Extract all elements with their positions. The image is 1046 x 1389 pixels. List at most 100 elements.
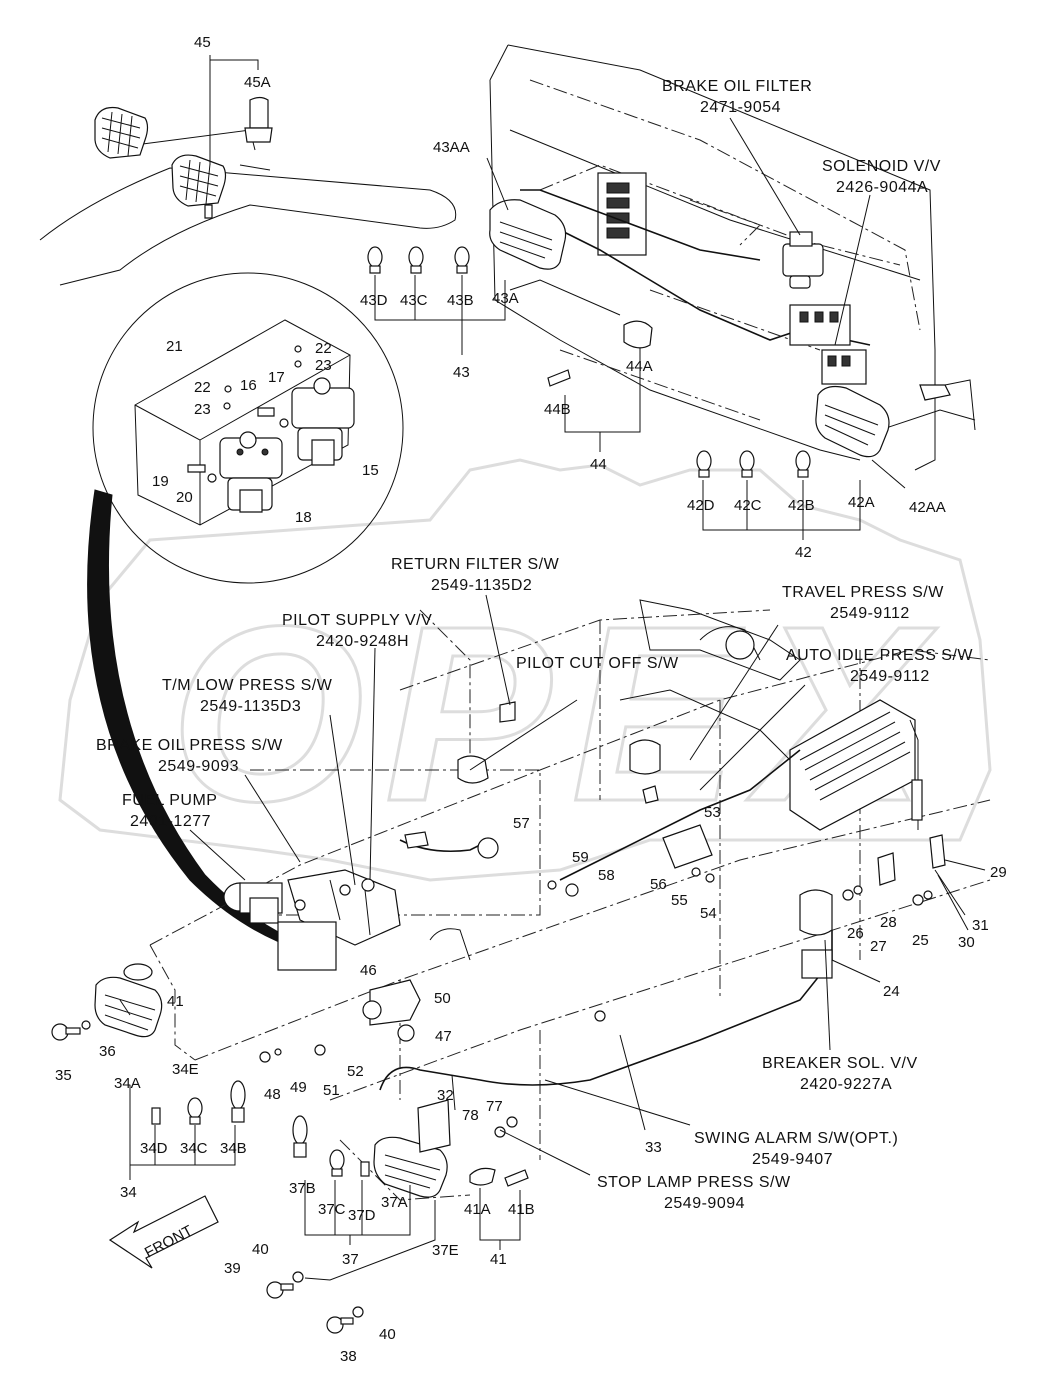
- callout: 43: [453, 364, 470, 381]
- lamp-44A: [623, 320, 653, 349]
- callout: 42AA: [909, 499, 946, 516]
- callout: 44B: [544, 401, 571, 418]
- bulbs-43: [367, 246, 470, 274]
- leader-lines: [119, 117, 986, 1281]
- washer-47: [397, 1024, 415, 1042]
- callout: 47: [435, 1028, 452, 1045]
- switch-57: [477, 837, 499, 859]
- pilot-cutoff-body: [629, 739, 661, 775]
- callout: 37A: [381, 1194, 408, 1211]
- label-auto-idle-press-sw: AUTO IDLE PRESS S/W: [786, 647, 973, 664]
- label-pilot-supply-vv-pn: 2420-9248H: [316, 633, 409, 650]
- fasteners: [51, 867, 933, 1334]
- callout: 42A: [848, 494, 875, 511]
- breaker-module: [799, 889, 833, 936]
- label-stop-lamp-press-sw: STOP LAMP PRESS S/W: [597, 1174, 791, 1191]
- press-switch-53: [642, 785, 659, 804]
- callout: 28: [880, 914, 897, 931]
- callout: 43A: [492, 290, 519, 307]
- callout: 40: [252, 1241, 269, 1258]
- callout: 44A: [626, 358, 653, 375]
- label-brake-oil-press-sw-pn: 2549-9093: [158, 758, 239, 775]
- label-tm-low-press-sw-pn: 2549-1135D3: [200, 698, 301, 715]
- callout: 37C: [318, 1201, 346, 1218]
- callout: 43D: [360, 292, 388, 309]
- cooler-unit: [789, 699, 923, 831]
- alarm-50: [362, 1000, 382, 1020]
- callout: 58: [598, 867, 615, 884]
- callout: 34E: [172, 1061, 199, 1078]
- callout: 54: [700, 905, 717, 922]
- callout: 34: [120, 1184, 137, 1201]
- front-direction-arrow: FRONT: [108, 1195, 219, 1269]
- return-filter-switch: [499, 701, 516, 723]
- part-callouts: 45 45A 43AA 43D 43C 43B 43A 43 44A 44B 4…: [55, 34, 1007, 1365]
- callout: 34C: [180, 1140, 208, 1157]
- callout: 48: [264, 1086, 281, 1103]
- callout: 36: [99, 1043, 116, 1060]
- fuel-pump-part: [223, 882, 283, 924]
- callout: 21: [166, 338, 183, 355]
- callout: 43AA: [433, 139, 470, 156]
- label-tm-low-press-sw: T/M LOW PRESS S/W: [162, 677, 333, 694]
- callout: 41: [490, 1251, 507, 1268]
- label-breaker-sol-vv: BREAKER SOL. V/V: [762, 1055, 918, 1072]
- callout: 51: [323, 1082, 340, 1099]
- counterweight-assembly: [489, 44, 976, 471]
- callout: 45: [194, 34, 211, 51]
- callout: 41A: [464, 1201, 491, 1218]
- callout: 57: [513, 815, 530, 832]
- callout: 77: [486, 1098, 503, 1115]
- label-auto-idle-press-sw-pn: 2549-9112: [850, 668, 930, 685]
- callout: 25: [912, 932, 929, 949]
- callout: 34A: [114, 1075, 141, 1092]
- label-brake-oil-filter: BRAKE OIL FILTER: [662, 78, 812, 95]
- label-brake-oil-press-sw: BRAKE OIL PRESS S/W: [96, 737, 283, 754]
- callout: 37: [342, 1251, 359, 1268]
- callout: 37E: [432, 1242, 459, 1259]
- rear-lamp-43AA: [489, 199, 567, 270]
- marker-41A: [469, 1167, 496, 1186]
- callout: 39: [224, 1260, 241, 1277]
- bracket-29: [929, 834, 946, 869]
- callout: 50: [434, 990, 451, 1007]
- relay-detail: [92, 272, 404, 584]
- callout: 29: [990, 864, 1007, 881]
- gasket-41: [123, 963, 153, 981]
- bracket-right: [919, 384, 951, 401]
- callout: 22: [194, 379, 211, 396]
- callout: 16: [240, 377, 257, 394]
- callout: 42: [795, 544, 812, 561]
- callout: 30: [958, 934, 975, 951]
- pilot-cutoff-switch: [457, 755, 489, 784]
- callout: 41: [167, 993, 184, 1010]
- callout: 52: [347, 1063, 364, 1080]
- switch-block-32: [417, 1099, 451, 1153]
- bulbs-42: [696, 450, 811, 478]
- label-return-filter-sw: RETURN FILTER S/W: [391, 556, 560, 573]
- callout: 34D: [140, 1140, 168, 1157]
- label-return-filter-sw-pn: 2549-1135D2: [431, 577, 532, 594]
- label-stop-lamp-press-sw-pn: 2549-9094: [664, 1195, 745, 1212]
- callout: 22: [315, 340, 332, 357]
- bulbs-37: [292, 1115, 370, 1177]
- callout: 43B: [447, 292, 474, 309]
- label-swing-alarm-sw: SWING ALARM S/W(OPT.): [694, 1130, 898, 1147]
- label-solenoid-vv: SOLENOID V/V: [822, 158, 941, 175]
- label-pilot-cut-off-sw: PILOT CUT OFF S/W: [516, 655, 679, 672]
- callout: 45A: [244, 74, 271, 91]
- callout: 41B: [508, 1201, 535, 1218]
- callout: 17: [268, 369, 285, 386]
- label-travel-press-sw: TRAVEL PRESS S/W: [782, 584, 944, 601]
- callout: 43C: [400, 292, 428, 309]
- callout: 53: [704, 804, 721, 821]
- bracket-28: [877, 852, 896, 886]
- callout: 37B: [289, 1180, 316, 1197]
- callout: 18: [295, 509, 312, 526]
- relay-right: [291, 377, 355, 466]
- label-swing-alarm-sw-pn: 2549-9407: [752, 1151, 833, 1168]
- callout: 19: [152, 473, 169, 490]
- relay-left: [219, 431, 283, 513]
